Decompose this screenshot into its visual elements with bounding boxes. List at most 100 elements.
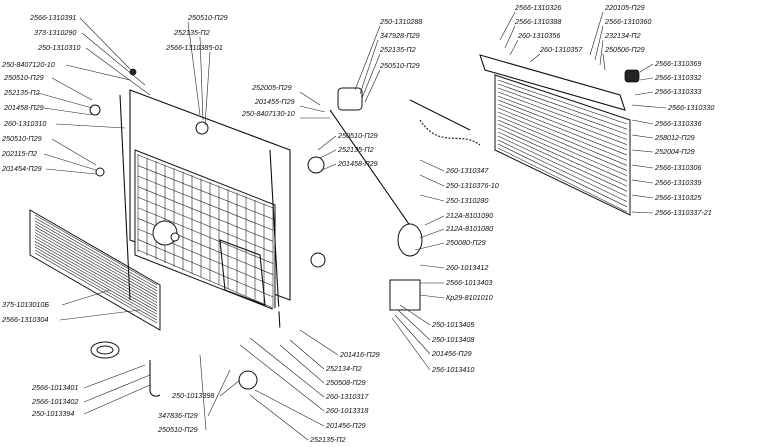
callout-leader [249,394,309,441]
callout-leader [599,39,604,66]
callout-leader [254,389,325,427]
part-number-label: 250510-П29 [1,134,42,143]
callout-leader [509,39,519,56]
callout-leader [419,159,445,172]
callout-leader [204,51,211,126]
callout-leader [299,105,326,113]
part-number-label: 347836-П29 [158,411,198,420]
part-number-label: 252135-П2 [337,145,374,154]
callouts-left: 2566-1310391373-1310290250-1310310250-84… [1,13,241,434]
callout-leader [631,134,654,139]
part-number-label: 260-1013412 [445,263,488,272]
part-number-label: 202115-П2 [1,149,37,158]
callout-leader [414,242,445,251]
callouts-middle: 250510-П29252135-П2201458-П29260-1310347… [317,131,499,374]
callout-leader [631,149,654,153]
part-number-label: 2566-1310388 [514,17,561,26]
callouts-right: 2566-1310326 2566-1310388 260-1310356 260-1… [499,3,714,217]
callout-leader [359,39,379,95]
callout-leader [499,11,516,41]
part-number-label: 2566-1310304 [1,315,48,324]
callout-leader [631,194,654,199]
part-number-label: 2566-1013402 [31,397,78,406]
callout-leader [65,64,131,81]
part-number-label: 252135-П2 [309,435,346,444]
part-number-label: 220105-П29 [604,3,645,12]
callout-leader [419,194,445,202]
callout-leader [589,11,604,56]
callout-leader [239,344,325,412]
callout-leader [419,264,445,269]
part-number-label: 201456-П29 [431,349,472,358]
callout-leader [394,314,431,355]
callout-leader [249,337,325,398]
callout-leader [43,153,97,171]
callout-leader [504,25,516,49]
part-number-label: 2566-1310333 [654,87,701,96]
part-number-label: 250-8407120-10 [1,60,55,69]
part-number-label: 250506-П29 [604,45,645,54]
part-number-label: 2566-1013401 [31,383,78,392]
part-number-label: 252005-П29 [251,83,292,92]
part-number-label: 347928-П29 [380,31,420,40]
callout-leader [299,329,339,356]
part-number-label: 252135-П2 [3,88,40,97]
callout-leader [43,107,93,116]
part-number-label: 260-1310310 [3,119,46,128]
callout-leader [51,77,93,101]
part-number-label: 260-1310356 [517,31,560,40]
part-number-label: 250-1310280 [445,196,488,205]
part-number-label: 250510-П29 [187,13,228,22]
part-number-label: 260-1310317 [325,392,369,401]
callout-leader [354,25,381,91]
part-number-label: 260-1310357 [539,45,583,54]
callout-leader [279,344,325,384]
part-number-label: 2566-1310306 [654,163,701,172]
part-number-label: Кр29-8101010 [446,293,493,302]
part-number-label: 260-1013318 [325,406,368,415]
callout-leader [317,135,337,151]
oil-cooler-core [29,209,161,331]
part-number-label: 250-1310310 [37,43,80,52]
part-number-label: 250508-П29 [325,378,366,387]
part-number-label: 2566-1310360 [604,17,651,26]
callout-leader [199,36,204,121]
part-number-label: 2566-1310326 [514,3,561,12]
callout-leader [37,92,93,109]
part-number-label: 250-1013408 [431,335,474,344]
callout-leader [289,339,325,370]
callout-leader [419,174,445,187]
part-number-label: 250080-П29 [445,238,486,247]
part-number-label: 250-1013405 [431,320,475,329]
part-number-label: 250-1013394 [31,409,74,418]
part-number-label: 375-1013010Б [2,300,49,309]
part-number-label: 2566-1310337-21 [654,208,712,217]
part-number-label: 250-1310376-10 [445,181,499,190]
part-number-label: 212А-8101090 [445,211,493,220]
part-number-label: 2566-1013403 [445,278,492,287]
part-number-label: 201454-П29 [1,164,42,173]
callout-leader [207,369,231,417]
callout-leader [61,289,111,306]
shutter-panel [479,54,640,216]
part-number-label: 201458-П29 [3,103,44,112]
part-number-label: 212А-8101080 [445,224,493,233]
callout-leader [634,91,654,96]
callout-leader [631,119,654,125]
callout-leader [364,69,381,103]
callout-leader [321,163,337,171]
part-number-label: 2566-1310336 [654,119,701,128]
callout-leader [399,304,431,326]
callout-leader [83,374,151,403]
callout-leader [639,63,654,73]
part-number-label: 373-1310290 [34,28,76,37]
part-number-label: 201456-П29 [325,421,366,430]
part-number-label: 252135-П2 [173,28,210,37]
part-number-label: 2566-1310330 [667,103,714,112]
callout-leader [631,179,654,184]
callout-leader [631,211,654,214]
callout-leader [319,149,337,159]
part-number-label: 2566-1310325 [654,193,702,202]
